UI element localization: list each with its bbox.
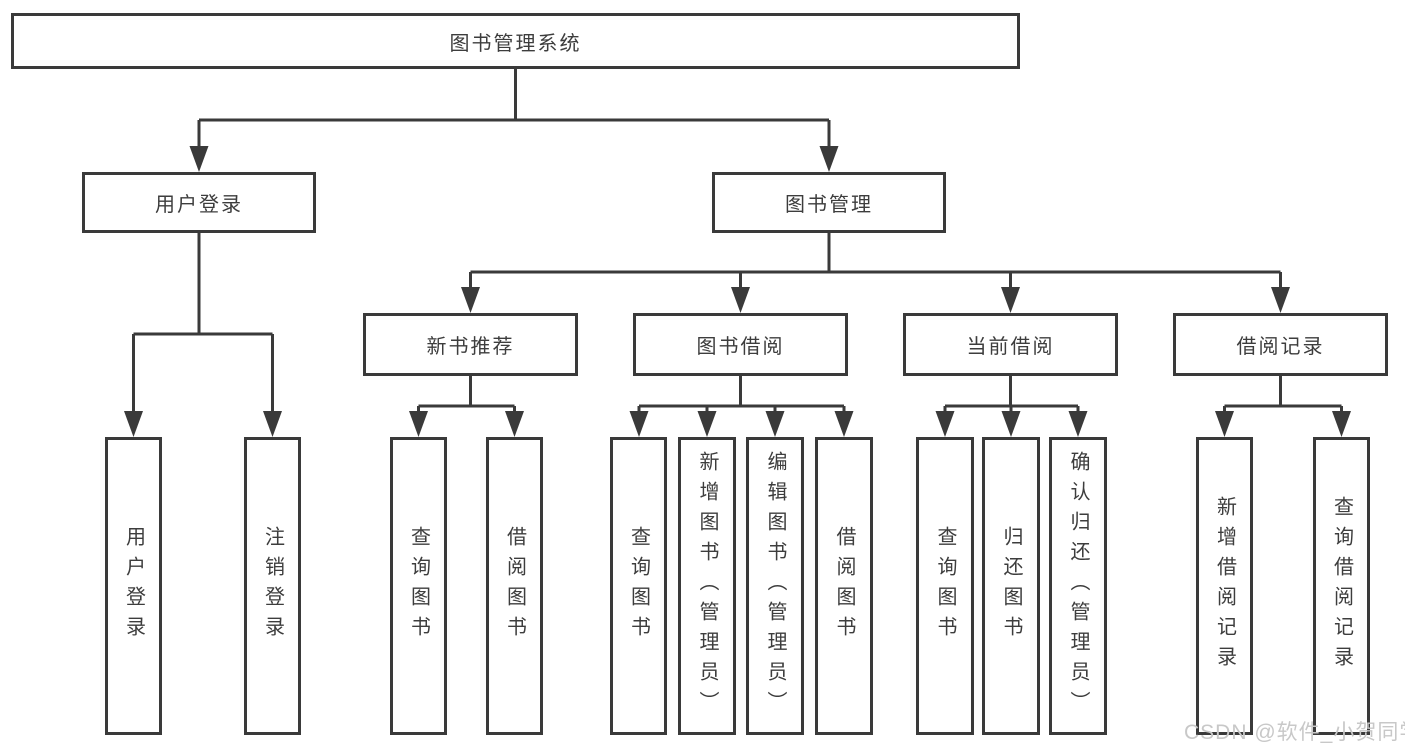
arrowhead [1271, 287, 1290, 313]
connector-root-to-level2 [197, 68, 831, 148]
arrowhead [1001, 411, 1021, 437]
arrowhead [263, 411, 282, 437]
arrowhead [765, 411, 785, 437]
node-user-login-label: 用户登录 [155, 194, 243, 216]
arrowhead [834, 411, 854, 437]
csdn-watermark: CSDN @软件_小贺同学 [1184, 721, 1405, 744]
arrowhead [409, 411, 428, 437]
leaf-query-borrow-record: 查询借阅记录 [1313, 437, 1370, 735]
leaf-return-book: 归还图书 [982, 437, 1040, 735]
node-current-borrowing-label: 当前借阅 [966, 336, 1055, 358]
leaf-query-books-borrow-label: 查询图书 [627, 526, 650, 646]
leaf-borrow-books-recommend: 借阅图书 [486, 437, 543, 735]
leaf-query-books-recommend-label: 查询图书 [407, 526, 430, 646]
connector-user-login-to-children [132, 233, 274, 413]
arrowhead [1068, 411, 1088, 437]
arrowhead [505, 411, 524, 437]
leaf-query-books-current-label: 查询图书 [934, 526, 956, 646]
arrowhead [461, 287, 480, 313]
node-new-book-recommend-label: 新书推荐 [426, 336, 515, 358]
arrowhead [1215, 411, 1234, 437]
leaf-logout: 注销登录 [244, 437, 301, 735]
arrowhead [124, 411, 143, 437]
leaf-query-books-current: 查询图书 [916, 437, 974, 735]
arrowhead [819, 146, 839, 172]
node-book-borrowing: 图书借阅 [633, 313, 848, 376]
leaf-add-borrow-record: 新增借阅记录 [1196, 437, 1253, 735]
connector-borrow-record-to-children [1223, 376, 1343, 413]
arrowhead [731, 287, 750, 313]
arrowhead [935, 411, 955, 437]
node-book-management-label: 图书管理 [785, 194, 873, 216]
node-borrowing-records-label: 借阅记录 [1236, 336, 1325, 358]
leaf-query-books-borrow: 查询图书 [610, 437, 667, 735]
connector-book-mgmt-to-level3 [469, 233, 1282, 289]
node-root-system: 图书管理系统 [11, 13, 1020, 69]
connector-new-book-to-children [417, 376, 516, 413]
arrowhead [697, 411, 717, 437]
leaf-borrow-books-label: 借阅图书 [833, 526, 855, 646]
node-borrowing-records: 借阅记录 [1173, 313, 1388, 376]
leaf-user-login: 用户登录 [105, 437, 162, 735]
leaf-query-books-recommend: 查询图书 [390, 437, 447, 735]
leaf-confirm-return-admin: 确认归还（管理员） [1049, 437, 1107, 735]
arrowhead [1001, 287, 1020, 313]
connector-current-borrow-to-children [943, 376, 1080, 413]
node-book-borrowing-label: 图书借阅 [696, 336, 785, 358]
arrowhead [189, 146, 209, 172]
connector-book-borrow-to-children [637, 376, 846, 413]
leaf-add-book-admin: 新增图书（管理员） [678, 437, 736, 735]
leaf-edit-book-admin: 编辑图书（管理员） [746, 437, 804, 735]
leaf-user-login-label: 用户登录 [122, 526, 145, 646]
leaf-query-borrow-record-label: 查询借阅记录 [1330, 496, 1353, 676]
leaf-confirm-return-admin-label: 确认归还（管理员） [1067, 451, 1089, 721]
node-root-system-label: 图书管理系统 [449, 32, 582, 55]
node-current-borrowing: 当前借阅 [903, 313, 1118, 376]
leaf-edit-book-admin-label: 编辑图书（管理员） [764, 451, 786, 721]
arrowhead [629, 411, 649, 437]
leaf-borrow-books: 借阅图书 [815, 437, 873, 735]
leaf-borrow-books-recommend-label: 借阅图书 [503, 526, 526, 646]
leaf-return-book-label: 归还图书 [1000, 526, 1022, 646]
leaf-add-borrow-record-label: 新增借阅记录 [1213, 496, 1236, 676]
leaf-logout-label: 注销登录 [261, 526, 284, 646]
node-new-book-recommend: 新书推荐 [363, 313, 578, 376]
node-book-management: 图书管理 [712, 172, 946, 233]
arrowhead [1332, 411, 1351, 437]
node-user-login: 用户登录 [82, 172, 316, 233]
leaf-add-book-admin-label: 新增图书（管理员） [696, 451, 718, 721]
